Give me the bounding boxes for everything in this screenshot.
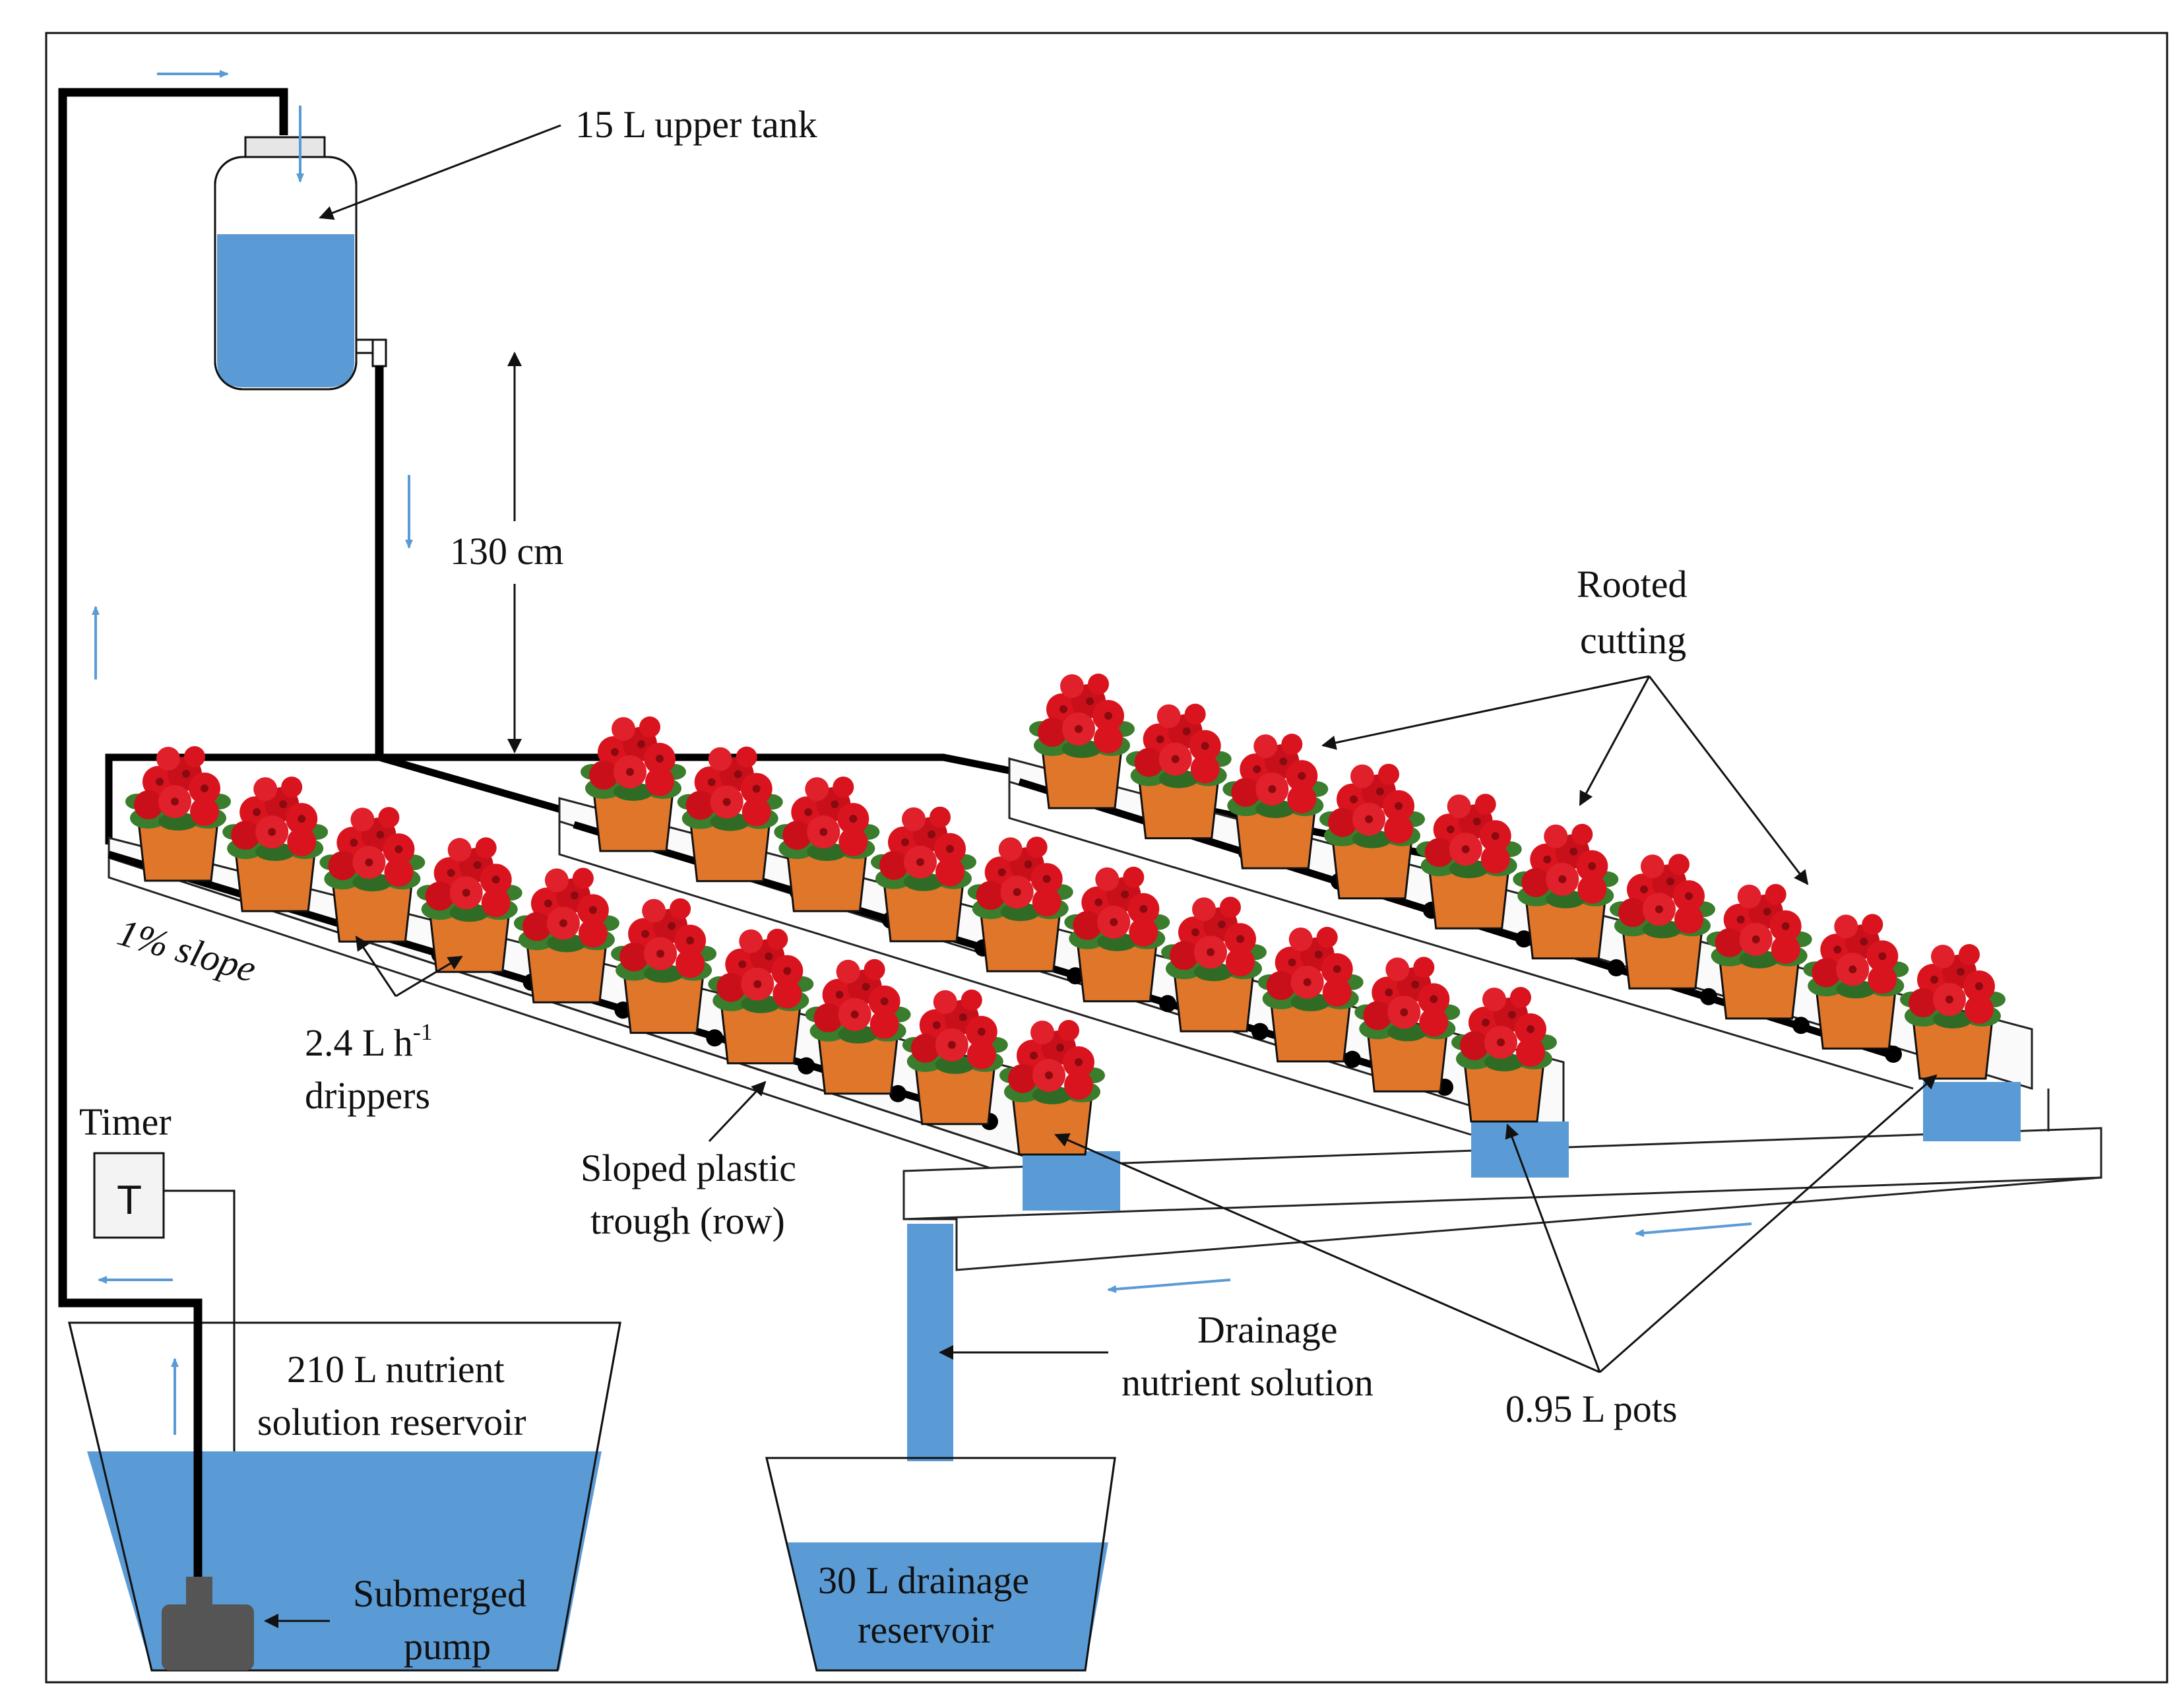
timer-box-label: T <box>117 1178 142 1223</box>
arrow-pots-1 <box>1054 1133 1600 1374</box>
drain-pool-1 <box>1023 1151 1120 1211</box>
label-drainage-2: nutrient solution <box>1121 1361 1374 1404</box>
label-drain-res-2: reservoir <box>858 1608 994 1651</box>
dripper-dot <box>798 1057 815 1075</box>
dripper-dot <box>1700 988 1717 1005</box>
label-drainage-1: Drainage <box>1197 1308 1338 1351</box>
label-pump-2: pump <box>404 1625 491 1668</box>
dripper-dot <box>1251 1023 1269 1040</box>
dripper-dot <box>1792 1017 1810 1034</box>
label-drippers-2: drippers <box>305 1074 430 1117</box>
drain-pipe <box>907 1224 953 1461</box>
dripper-dot <box>889 1085 907 1102</box>
submerged-pump <box>162 1577 254 1670</box>
manifold-pipe <box>105 753 1512 875</box>
annotation-arrows <box>264 124 1938 1628</box>
flow-arrows <box>92 70 1752 1435</box>
label-drippers-rate: 2.4 L h <box>305 1021 413 1064</box>
figure-frame <box>45 32 2168 1684</box>
label-trough-2: trough (row) <box>590 1199 785 1242</box>
svg-text:2.4 L h-1: 2.4 L h-1 <box>305 1019 433 1064</box>
label-rooted-1: Rooted <box>1577 563 1688 606</box>
label-timer: Timer <box>79 1100 172 1143</box>
arrow-upper-tank <box>319 124 561 220</box>
label-reservoir-2: solution reservoir <box>257 1401 526 1443</box>
arrow-dripper-2 <box>395 955 463 997</box>
dripper-dot <box>1608 959 1625 976</box>
label-drippers: 2.4 L h-1 drippers <box>305 1019 433 1117</box>
label-pots: 0.95 L pots <box>1505 1387 1677 1430</box>
arrow-pots-3 <box>1599 1074 1938 1374</box>
label-pump-1: Submerged <box>353 1572 526 1615</box>
arrow-pots-2 <box>1505 1123 1601 1373</box>
upper-tank <box>214 136 387 391</box>
arrow-rooted-3 <box>1648 676 1809 885</box>
arrow-trough <box>708 1081 767 1143</box>
label-height: 130 cm <box>450 530 563 573</box>
dripper-dot <box>1067 967 1084 985</box>
drain-pool-3 <box>1923 1082 2021 1141</box>
label-slope: 1% slope <box>113 910 261 991</box>
flow-arrow-gutter-2 <box>1107 1279 1231 1294</box>
dripper-dot <box>706 1029 724 1047</box>
arrow-rooted-2 <box>1579 676 1651 806</box>
dripper-dot <box>1885 1046 1902 1063</box>
label-upper-tank: 15 L upper tank <box>575 103 817 146</box>
dripper-dot <box>1159 995 1176 1013</box>
dripper-dot <box>1515 930 1532 948</box>
label-trough-1: Sloped plastic <box>581 1147 796 1189</box>
label-drain-res-1: 30 L drainage <box>818 1559 1029 1602</box>
label-rooted-2: cutting <box>1580 619 1686 662</box>
label-drippers-exp: -1 <box>413 1019 433 1045</box>
arrow-rooted-1 <box>1321 675 1650 750</box>
arrow-dripper-1 <box>355 935 397 997</box>
nutrient-reservoir <box>68 1321 621 1672</box>
flow-arrow-gutter-1 <box>1635 1222 1752 1237</box>
dripper-dot <box>1344 1050 1361 1068</box>
drain-pool-2 <box>1471 1122 1569 1178</box>
drainage-reservoir <box>765 1457 1116 1672</box>
label-reservoir-1: 210 L nutrient <box>287 1348 505 1391</box>
